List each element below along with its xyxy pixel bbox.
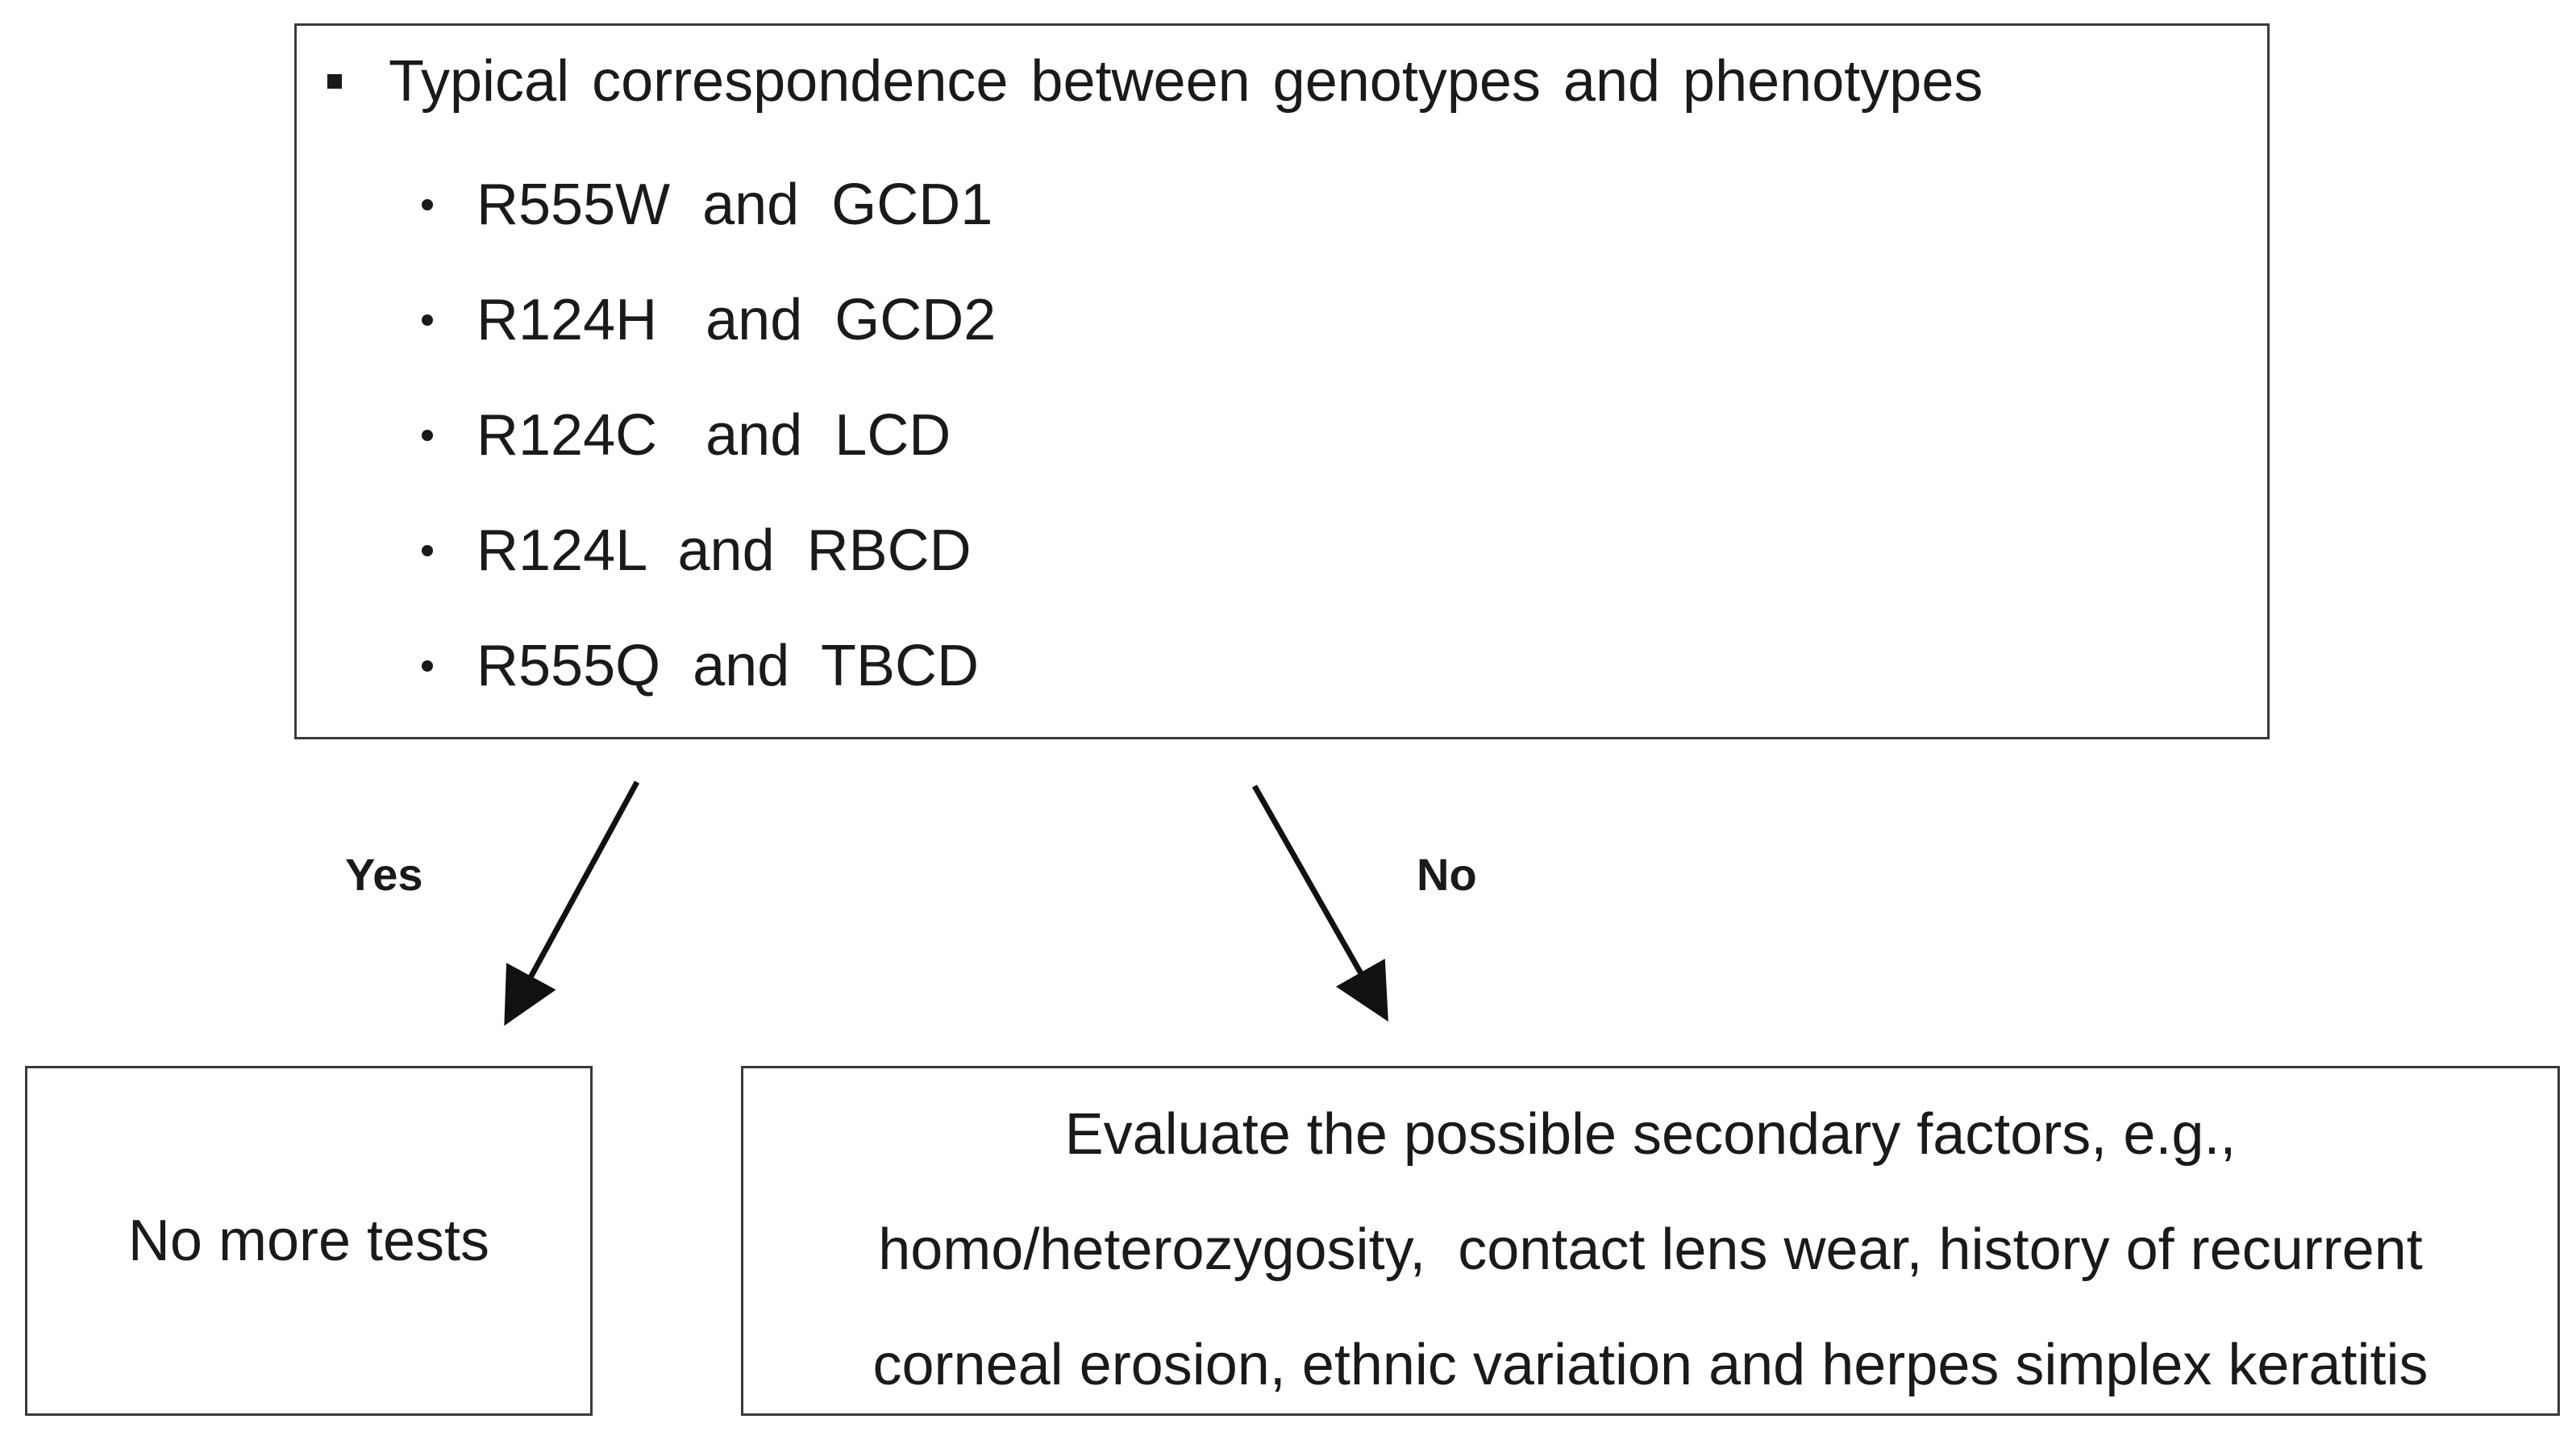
- secondary-factors-box: Evaluate the possible secondary factors,…: [741, 1066, 2560, 1416]
- no-more-tests-box: No more tests: [25, 1066, 593, 1416]
- secondary-factors-line: corneal erosion, ethnic variation and he…: [872, 1333, 2428, 1397]
- yes-arrow: [504, 780, 640, 1026]
- list-item-text: R555Q and TBCD: [476, 633, 979, 698]
- dot-bullet-icon: [422, 314, 433, 326]
- genotype-phenotype-box: Typical correspondence between genotypes…: [294, 23, 2270, 739]
- list-item-text: R124C and LCD: [476, 402, 951, 468]
- dot-bullet-icon: [422, 660, 433, 672]
- header-row: Typical correspondence between genotypes…: [321, 48, 1983, 114]
- no-more-tests-text: No more tests: [127, 1209, 490, 1273]
- list-item: R555W and GCD1: [422, 147, 996, 262]
- square-bullet-icon: [327, 74, 342, 89]
- dot-bullet-icon: [422, 544, 433, 556]
- correspondence-header: Typical correspondence between genotypes…: [389, 49, 1983, 114]
- list-item: R124H and GCD2: [422, 262, 996, 377]
- list-item-text: R124H and GCD2: [476, 287, 997, 352]
- no-arrow: [1251, 785, 1388, 1022]
- secondary-factors-line: Evaluate the possible secondary factors,…: [1064, 1102, 2237, 1167]
- list-item: R124L and RBCD: [422, 493, 996, 608]
- list-item: R555Q and TBCD: [422, 608, 996, 723]
- dot-bullet-icon: [422, 429, 433, 441]
- dot-bullet-icon: [422, 198, 433, 210]
- genotype-list: R555W and GCD1 R124H and GCD2 R124C and …: [422, 147, 996, 723]
- yes-label: Yes: [345, 849, 423, 900]
- no-label: No: [1417, 849, 1477, 900]
- secondary-factors-line: homo/heterozygosity, contact lens wear, …: [878, 1217, 2423, 1282]
- list-item: R124C and LCD: [422, 377, 996, 493]
- list-item-text: R555W and GCD1: [476, 172, 993, 237]
- secondary-factors-text: Evaluate the possible secondary factors,…: [743, 1094, 2557, 1440]
- list-item-text: R124L and RBCD: [476, 518, 972, 583]
